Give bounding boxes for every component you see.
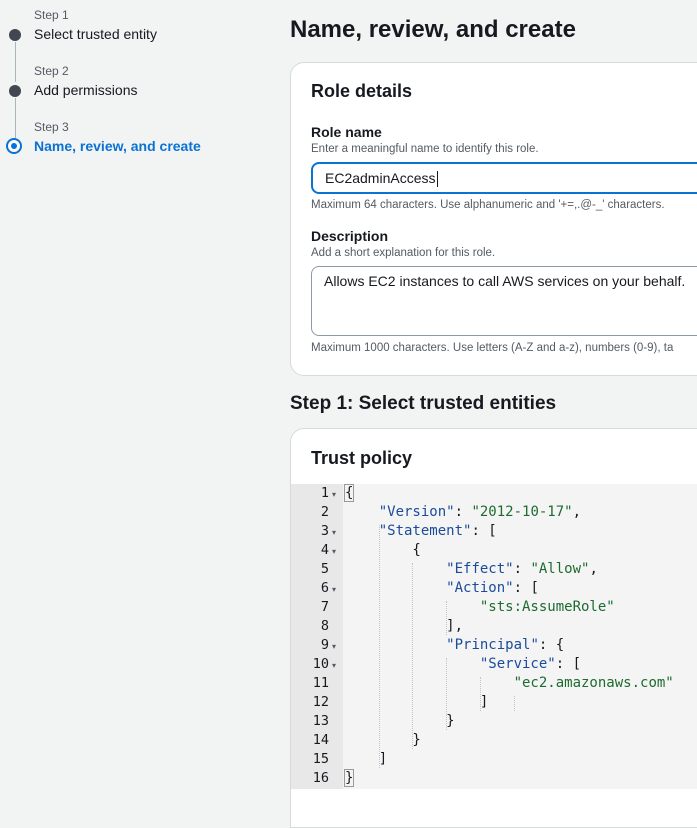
fold-chevron-icon[interactable]: ▾ [332,528,337,537]
code-line: "ec2.amazonaws.com" [513,675,674,691]
indent-guide [412,563,414,749]
wizard-stepper: Step 1 Select trusted entity Step 2 Add … [0,0,260,803]
code-line: { [345,542,421,558]
line-number-gutter [291,484,343,789]
line-number: 16 [312,770,329,786]
role-name-input[interactable]: EC2adminAccess [311,162,697,194]
line-number: 4 [320,542,329,558]
code-line: "Principal": { [446,637,565,653]
description-hint: Add a short explanation for this role. [311,247,496,259]
role-name-hint: Enter a meaningful name to identify this… [311,143,539,155]
page-title: Name, review, and create [290,16,576,43]
code-line: ] [345,751,388,767]
code-line: "Effect": "Allow", [446,561,598,577]
step-title: Name, review, and create [34,138,201,154]
description-label: Description [311,228,389,244]
text-cursor [436,171,438,188]
code-line: } [343,769,355,787]
code-line: ], [345,618,464,634]
fold-chevron-icon[interactable]: ▾ [332,490,337,499]
fold-chevron-icon[interactable]: ▾ [332,661,337,670]
code-line: { [343,484,355,502]
indent-guide [446,658,448,730]
line-number: 2 [320,504,329,520]
role-name-value: EC2adminAccess [325,170,436,186]
line-number: 14 [312,732,329,748]
role-name-constraint: Maximum 64 characters. Use alphanumeric … [311,199,665,211]
code-line: } [345,732,421,748]
code-line: "sts:AssumeRole" [479,599,615,615]
fold-chevron-icon[interactable]: ▾ [332,585,337,594]
code-line: "Action": [ [446,580,539,596]
line-number: 7 [320,599,329,615]
line-number: 15 [312,751,329,767]
line-number: 1 [320,485,329,501]
description-value: Allows EC2 instances to call AWS service… [324,273,686,289]
indent-guide [378,525,380,768]
indent-guide [479,677,481,711]
step-current-radio-icon [6,138,22,154]
code-line: "Statement": [ [378,523,497,539]
step-title[interactable]: Add permissions [34,82,138,98]
description-constraint: Maximum 1000 characters. Use letters (A-… [311,342,674,354]
step-title[interactable]: Select trusted entity [34,26,157,42]
line-number: 5 [320,561,329,577]
line-number: 12 [312,694,329,710]
step-connector [14,42,16,82]
code-line: "Version": "2012-10-17", [378,504,582,520]
line-number: 6 [320,580,329,596]
step-complete-dot-icon [9,85,21,97]
fold-chevron-icon[interactable]: ▾ [332,547,337,556]
step-connector [14,98,16,138]
line-number: 11 [312,675,329,691]
step-number: Step 1 [34,8,69,22]
fold-chevron-icon[interactable]: ▾ [332,642,337,651]
step-complete-dot-icon [9,29,21,41]
role-details-panel: Role details Role name Enter a meaningfu… [290,62,697,376]
indent-guide [446,601,448,635]
line-number: 8 [320,618,329,634]
line-number: 10 [312,656,329,672]
role-name-label: Role name [311,124,382,140]
section-heading-step1: Step 1: Select trusted entities [290,393,557,414]
description-textarea[interactable]: Allows EC2 instances to call AWS service… [311,266,697,336]
line-number: 3 [320,523,329,539]
code-line: ] [345,694,489,710]
step-number: Step 3 [34,120,69,134]
code-line: "Service": [ [479,656,582,672]
line-number: 13 [312,713,329,729]
indent-guide [513,696,515,711]
panel-title: Role details [311,81,413,101]
line-number: 9 [320,637,329,653]
step-number: Step 2 [34,64,69,78]
code-line: } [345,713,455,729]
panel-title: Trust policy [311,448,413,468]
